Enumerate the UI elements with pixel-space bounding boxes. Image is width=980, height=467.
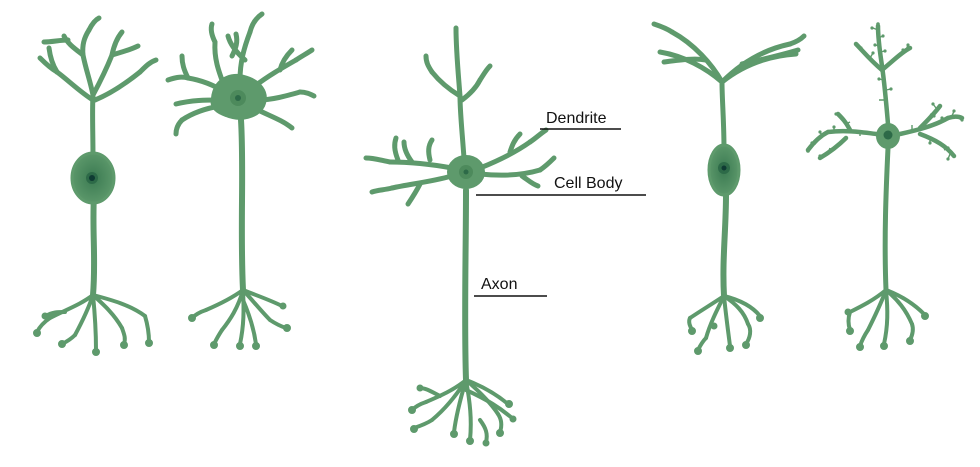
nucleolus — [463, 169, 469, 175]
axon — [238, 117, 246, 293]
dendrite-tree — [37, 15, 159, 163]
terminal-boutons — [188, 302, 291, 350]
nucleolus — [721, 165, 727, 171]
axon-label: Axon — [481, 276, 517, 293]
label-group: Dendrite Cell Body Axon — [474, 110, 646, 297]
spiny-neuron — [805, 22, 965, 351]
dendritic-spines — [811, 27, 963, 160]
axon — [882, 145, 891, 293]
terminal-boutons — [33, 312, 153, 356]
cell-body-label: Cell Body — [554, 175, 622, 192]
dendrite-tree — [805, 23, 965, 161]
terminal-boutons — [844, 308, 929, 351]
spine-heads — [806, 22, 964, 161]
nucleolus — [89, 175, 95, 181]
multipolar-neuron — [165, 11, 317, 350]
axon-terminals — [35, 293, 151, 352]
terminal-boutons — [688, 314, 764, 355]
axon — [462, 187, 469, 383]
dendrite-tree — [363, 25, 557, 207]
axon — [90, 192, 98, 298]
axon-terminals — [687, 294, 762, 352]
labeled-neuron — [363, 25, 557, 447]
axon-terminals — [190, 288, 288, 346]
terminal-boutons — [408, 384, 517, 447]
axon — [720, 192, 729, 299]
dendrite-label: Dendrite — [546, 110, 607, 127]
nucleus — [883, 130, 893, 140]
nucleolus — [235, 95, 241, 101]
axon-terminals — [846, 288, 926, 348]
dendrite-tree — [651, 21, 807, 153]
pseudounipolar-neuron — [651, 21, 807, 355]
bipolar-neuron — [33, 15, 159, 356]
